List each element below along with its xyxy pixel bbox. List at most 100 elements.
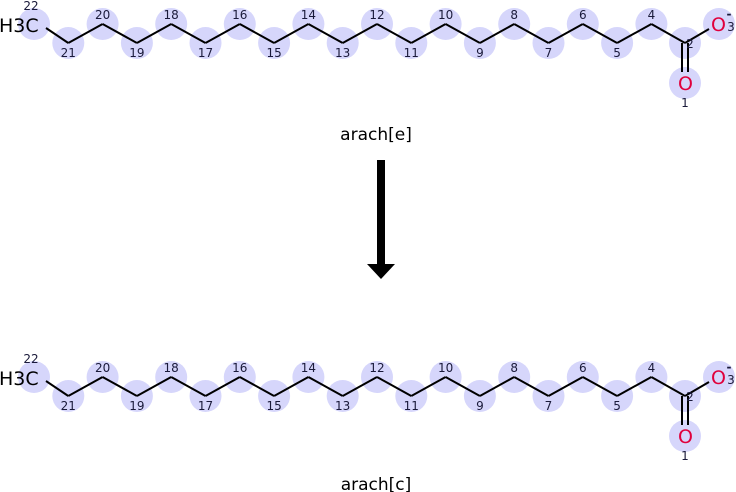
atom-number: 14 <box>301 8 316 22</box>
single-bond <box>684 381 710 397</box>
single-bond <box>650 23 686 44</box>
single-bond <box>136 23 172 44</box>
single-bond <box>445 23 481 44</box>
atom-number: 1 <box>681 449 689 463</box>
atom-number: 10 <box>438 361 453 375</box>
atom-highlight <box>18 361 50 393</box>
atom-number: 16 <box>232 8 247 22</box>
single-bond <box>307 23 344 44</box>
reactant-name: arach[e] <box>340 125 412 145</box>
single-bond <box>136 376 172 397</box>
atom-number: 10 <box>438 8 453 22</box>
oxygen-atom: O <box>678 426 693 448</box>
product-name: arach[c] <box>341 475 412 492</box>
single-bond <box>67 376 104 397</box>
single-bond <box>239 376 275 397</box>
single-bond <box>102 23 138 44</box>
atom-number: 8 <box>510 361 518 375</box>
atom-number: 5 <box>613 46 621 60</box>
atom-number: 5 <box>613 399 621 413</box>
atom-number: 15 <box>266 46 281 60</box>
single-bond <box>205 23 241 44</box>
reaction-arrow <box>367 160 395 279</box>
atom-number: 7 <box>545 399 553 413</box>
atom-number: 2 <box>686 390 694 404</box>
atom-number: 12 <box>369 8 384 22</box>
single-bond <box>513 23 549 44</box>
single-bond <box>45 27 69 44</box>
atom-number: 16 <box>232 361 247 375</box>
single-bond <box>376 376 412 397</box>
methyl-label: H3C <box>0 368 39 390</box>
arrow-shaft <box>377 160 385 266</box>
atom-number: 11 <box>404 399 419 413</box>
single-bond <box>479 376 515 397</box>
atom-number: 7 <box>545 46 553 60</box>
atom-number: 12 <box>369 361 384 375</box>
single-bond <box>170 376 206 397</box>
atom-number: 22 <box>23 0 38 13</box>
atom-number: 6 <box>579 361 587 375</box>
atom-number: 19 <box>129 399 144 413</box>
arrow-head-icon <box>367 264 395 279</box>
single-bond <box>479 23 515 44</box>
atom-number: 9 <box>476 46 484 60</box>
atom-number: 17 <box>198 399 213 413</box>
atom-number: 18 <box>164 361 179 375</box>
atom-number: 18 <box>164 8 179 22</box>
atom-number: 4 <box>648 8 656 22</box>
atom-highlight <box>703 8 735 40</box>
single-bond <box>445 376 481 397</box>
atom-number: 9 <box>476 399 484 413</box>
single-bond <box>307 376 344 397</box>
atom-number: 4 <box>648 361 656 375</box>
single-bond <box>548 23 584 44</box>
atom-number: 11 <box>404 46 419 60</box>
single-bond <box>616 23 652 44</box>
atom-highlight <box>18 8 50 40</box>
atom-number: 2 <box>686 37 694 51</box>
atom-number: 15 <box>266 399 281 413</box>
atom-number: 3 <box>727 373 735 387</box>
atom-number: 20 <box>95 8 110 22</box>
atom-number: 3 <box>727 20 735 34</box>
atom-number: 17 <box>198 46 213 60</box>
atom-number: 6 <box>579 8 587 22</box>
single-bond <box>650 376 686 397</box>
single-bond <box>548 376 584 397</box>
atom-number: 22 <box>23 352 38 366</box>
negative-charge: - <box>727 360 732 374</box>
single-bond <box>45 380 69 397</box>
single-bond <box>67 23 104 44</box>
single-bond <box>376 23 412 44</box>
atom-number: 13 <box>335 399 350 413</box>
atom-highlight <box>669 420 701 452</box>
methyl-label: H3C <box>0 15 39 37</box>
atom-number: 1 <box>681 96 689 110</box>
oxygen-atom: O <box>678 73 693 95</box>
atom-highlight <box>669 67 701 99</box>
single-bond <box>102 376 138 397</box>
single-bond <box>273 376 309 397</box>
single-bond <box>410 23 447 44</box>
oxygen-atom: O <box>711 367 726 389</box>
atom-number: 19 <box>129 46 144 60</box>
atom-number: 21 <box>61 399 76 413</box>
single-bond <box>410 376 447 397</box>
single-bond <box>513 376 549 397</box>
atom-number: 20 <box>95 361 110 375</box>
oxygen-atom: O <box>711 14 726 36</box>
atom-number: 14 <box>301 361 316 375</box>
single-bond <box>342 23 378 44</box>
single-bond <box>684 28 710 44</box>
single-bond <box>582 23 618 44</box>
atom-number: 21 <box>61 46 76 60</box>
atom-highlight <box>703 361 735 393</box>
atom-number: 8 <box>510 8 518 22</box>
single-bond <box>273 23 309 44</box>
single-bond <box>342 376 378 397</box>
negative-charge: - <box>727 7 732 21</box>
